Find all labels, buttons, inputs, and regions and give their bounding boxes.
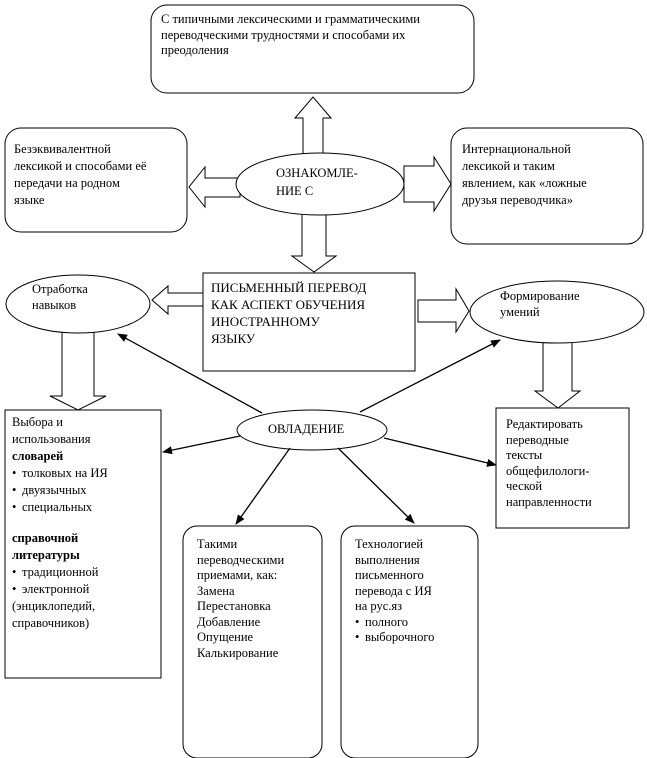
box-slovari <box>4 409 162 679</box>
ellipse-otrabotka <box>5 274 151 334</box>
text-tech: Технологией выполнения письменного перев… <box>355 537 434 646</box>
text-priemy: Такими переводческими приемами, как: Зам… <box>197 537 284 661</box>
box-redakt <box>495 407 630 529</box>
line-to-slovari <box>162 435 241 455</box>
line-to-redakt <box>383 437 497 467</box>
text-line: передачи на родном <box>14 176 120 190</box>
arrow-left-otrab <box>151 284 204 316</box>
text-line: явлением, как «ложные <box>462 176 587 190</box>
text-line: Интернациональной <box>462 142 571 156</box>
text-line: приемами, как: <box>197 568 278 582</box>
arrow-left-box <box>188 165 241 209</box>
text-line: Выбора и <box>12 415 63 429</box>
text-center: ПИСЬМЕННЫЙ ПЕРЕВОД КАК АСПЕКТ ОБУЧЕНИЯ И… <box>211 279 366 347</box>
text-line: выполнения <box>355 552 420 567</box>
text-line: направленности <box>506 494 592 509</box>
text-line: ческой <box>506 479 543 493</box>
text-line: Отработка <box>32 282 88 296</box>
text-line: (энциклопедий, <box>12 599 96 613</box>
text-line: друзья переводчика» <box>462 193 573 207</box>
text-line: переводческими <box>197 552 285 567</box>
box-top <box>150 4 475 94</box>
text-line: Калькирование <box>197 645 279 660</box>
arrow-up-top <box>293 96 333 161</box>
bullet-item: электронной <box>12 581 108 598</box>
bullet-item: выборочного <box>355 630 434 646</box>
text-line: КАК АСПЕКТ ОБУЧЕНИЯ <box>211 297 366 312</box>
text-line: общефилологи- <box>506 463 590 478</box>
text-line-bold: справочной <box>12 531 79 545</box>
text-line: НИЕ С <box>276 184 314 198</box>
text-left: Безэквивалентной лексикой и способами её… <box>14 141 146 209</box>
text-line: языке <box>14 193 45 207</box>
text-line: переводческими трудностями и способами и… <box>161 27 406 42</box>
box-right <box>450 127 644 245</box>
text-line: Технологией <box>355 537 424 551</box>
text-line: лексикой и таким <box>462 159 555 173</box>
bullet-item: двуязычных <box>12 482 108 499</box>
text-line: Безэквивалентной <box>14 142 111 156</box>
line-to-tech <box>337 447 415 524</box>
arrow-right-form <box>417 287 470 334</box>
text-line: ИНОСТРАННОМУ <box>211 314 320 329</box>
text-line: умений <box>500 304 540 319</box>
text-line: ПИСЬМЕННЫЙ ПЕРЕВОД <box>211 280 367 295</box>
text-line: ОВЛАДЕНИЕ <box>268 422 345 436</box>
text-line-bold: литературы <box>12 548 80 562</box>
ellipse-oznakomlenie <box>235 152 405 216</box>
text-line: ОЗНАКОМЛЕ- <box>276 166 358 180</box>
text-line: использования <box>12 432 91 446</box>
text-line: Замена <box>197 583 235 598</box>
ellipse-formirovanie <box>469 280 645 344</box>
line-to-otrabotka <box>117 333 263 414</box>
arrow-right-box <box>403 155 452 213</box>
text-line: Опущение <box>197 630 254 644</box>
text-line: ЯЗЫКУ <box>211 331 256 346</box>
text-line: Перестановка <box>197 599 271 613</box>
text-formirovanie: Формирование умений <box>500 289 580 320</box>
text-redakt: Редактировать переводные тексты общефило… <box>506 417 592 510</box>
text-otrabotka: Отработка навыков <box>32 282 88 313</box>
box-left <box>4 127 188 233</box>
text-line: справочников) <box>12 616 90 630</box>
spacer <box>12 516 108 530</box>
bullet-item: толковых на ИЯ <box>12 465 108 482</box>
text-line-bold: словарей <box>12 449 64 463</box>
bullet-item: традиционной <box>12 564 108 581</box>
arrow-down-redakt <box>533 339 582 409</box>
text-right: Интернациональной лексикой и таким явлен… <box>462 141 587 209</box>
text-line: тексты <box>506 448 543 462</box>
text-top: С типичными лексическими и грамматически… <box>161 12 420 59</box>
bullet-item: специальных <box>12 499 108 516</box>
text-oznakomlenie: ОЗНАКОМЛЕ- НИЕ С <box>276 164 358 200</box>
text-line: перевода с ИЯ <box>355 583 432 598</box>
arrow-down-center <box>290 211 338 273</box>
text-line: на рус.яз <box>355 599 403 613</box>
box-center <box>202 272 416 372</box>
text-line: навыков <box>32 297 77 312</box>
box-priemy <box>182 525 323 758</box>
text-line: Редактировать <box>506 417 583 431</box>
text-line: переводные <box>506 432 569 447</box>
text-line: Такими <box>197 537 238 551</box>
text-slovari: Выбора и использования словарей толковых… <box>12 414 108 632</box>
text-line: письменного <box>355 568 424 582</box>
text-line: С типичными лексическими и грамматически… <box>161 12 420 26</box>
arrow-down-slovari <box>49 331 107 411</box>
text-line: Формирование <box>500 289 580 303</box>
text-line: лексикой и способами её <box>14 159 147 173</box>
text-ovladenie: ОВЛАДЕНИЕ <box>268 422 344 438</box>
text-line: преодоления <box>161 43 229 57</box>
ellipse-ovladenie <box>236 409 388 451</box>
line-to-formirovanie <box>359 339 501 413</box>
text-line: Добавление <box>197 614 261 629</box>
bullet-item: полного <box>355 615 434 631</box>
line-to-priemy <box>235 447 291 525</box>
